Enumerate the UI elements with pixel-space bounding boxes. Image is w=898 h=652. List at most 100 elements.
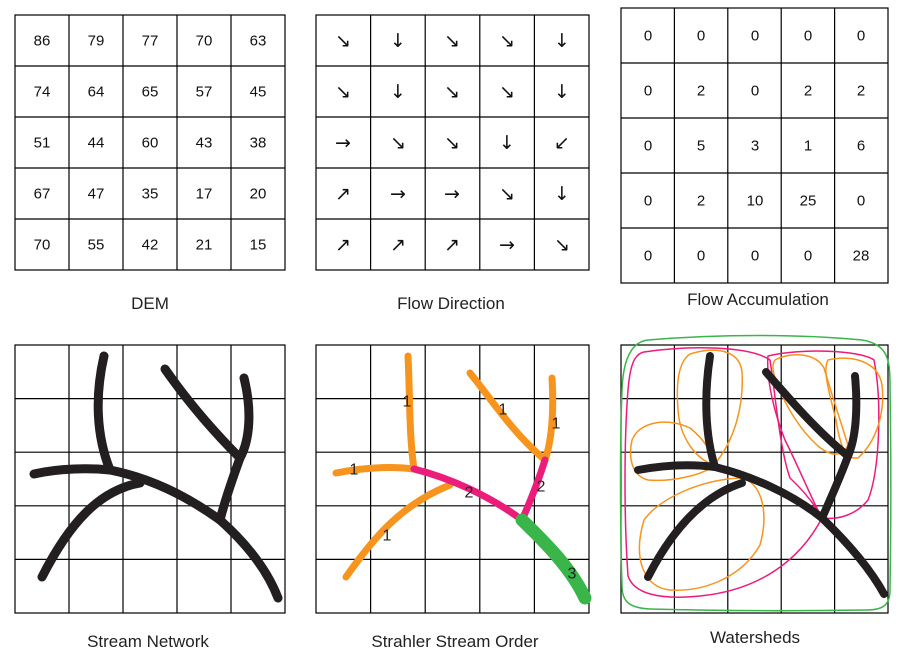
- accumulation-cell: 0: [751, 248, 759, 265]
- order-label: 1: [499, 402, 508, 419]
- order1-stream: [404, 352, 418, 473]
- stream-segment: [844, 372, 861, 460]
- stream-segment: [215, 515, 283, 603]
- stream-segment: [634, 461, 719, 474]
- flow-arrow-icon: →: [499, 234, 515, 256]
- flow-arrow-icon: ↓: [554, 81, 570, 103]
- stream-segment: [702, 352, 719, 471]
- accumulation-cell: 28: [853, 248, 870, 265]
- stream-segment: [711, 463, 826, 522]
- order-label: 1: [350, 462, 359, 479]
- flow-arrow-icon: ↘: [335, 81, 351, 103]
- dem-cell: 20: [250, 186, 267, 203]
- stream-segment: [160, 364, 245, 463]
- stream-lines: [29, 351, 283, 603]
- dem-cell: 47: [88, 186, 105, 203]
- stream-network-panel: Stream Network: [14, 344, 286, 651]
- stream-segment: [105, 465, 225, 525]
- strahler-order3-streams: [515, 513, 592, 605]
- accumulation-cell: 0: [644, 193, 652, 210]
- dem-cell: 86: [34, 33, 51, 50]
- order-label: 2: [465, 485, 474, 502]
- strahler-order-labels: 1 1 1 1 1 2 2 3: [350, 394, 577, 583]
- flow-direction-grid: [315, 14, 590, 271]
- flow-arrow-icon: ↘: [499, 30, 515, 52]
- flow-arrow-icon: ↘: [499, 183, 515, 205]
- strahler-order1-streams: [332, 352, 557, 581]
- accumulation-cell: 1: [804, 138, 812, 155]
- flow-arrow-icon: ↗: [444, 234, 460, 256]
- accumulation-cell: 2: [804, 83, 812, 100]
- watersheds-panel: Watersheds: [619, 334, 892, 647]
- flow-arrow-icon: ↘: [444, 81, 460, 103]
- stream-segment: [215, 453, 245, 525]
- flow-arrow-icon: ↗: [390, 234, 406, 256]
- order1-stream: [342, 481, 454, 581]
- dem-cell: 65: [142, 84, 159, 101]
- order-label: 2: [537, 479, 546, 496]
- watershed-boundaries: [619, 334, 892, 612]
- dem-cell: 67: [34, 186, 51, 203]
- strahler-caption: Strahler Stream Order: [371, 632, 539, 651]
- order-label: 1: [552, 416, 561, 433]
- order2-stream: [410, 465, 526, 524]
- dem-cell: 55: [88, 237, 105, 254]
- order1-stream: [332, 464, 418, 477]
- accumulation-cell: 0: [857, 193, 865, 210]
- accumulation-cell: 2: [697, 83, 705, 100]
- dem-caption: DEM: [131, 294, 169, 313]
- dem-cell: 17: [196, 186, 213, 203]
- accumulation-cell: 0: [697, 248, 705, 265]
- flow-accumulation-grid: [620, 7, 889, 284]
- dem-cell: 70: [34, 237, 51, 254]
- stream-segment: [93, 351, 115, 475]
- accumulation-cell: 0: [857, 28, 865, 45]
- flow-arrow-icon: ↓: [499, 132, 515, 154]
- stream-segment: [762, 368, 852, 460]
- flow-arrow-icon: ↓: [554, 30, 570, 52]
- dem-cell: 70: [196, 33, 213, 50]
- flow-direction-arrows: ↘ ↓ ↘ ↘ ↓ ↘ ↓ ↘ ↘ ↓ → ↘ ↘ ↓ ↙ ↗ → → ↘ ↓ …: [335, 30, 570, 256]
- accumulation-cell: 2: [857, 83, 865, 100]
- dem-cell: 60: [142, 135, 159, 152]
- flow-arrow-icon: →: [390, 183, 406, 205]
- strahler-panel: 1 1 1 1 1 2 2 3 Strahler Stream Order: [315, 344, 592, 651]
- dem-cell: 63: [250, 33, 267, 50]
- flow-accumulation-values: 0 0 0 0 0 0 2 0 2 2 0 5 3 1 6 0 2 10 25 …: [644, 28, 870, 265]
- stream-segment: [29, 464, 115, 479]
- flow-arrow-icon: ↗: [335, 183, 351, 205]
- flow-arrow-icon: ↘: [444, 30, 460, 52]
- dem-panel: 86 79 77 70 63 74 64 65 57 45 51 44 60 4…: [14, 14, 286, 313]
- flow-arrow-icon: ↘: [335, 30, 351, 52]
- dem-cell: 35: [142, 186, 159, 203]
- accumulation-cell: 0: [751, 28, 759, 45]
- dem-cell: 38: [250, 135, 267, 152]
- dem-cell: 74: [34, 84, 51, 101]
- dem-cell: 51: [34, 135, 51, 152]
- order-label: 3: [568, 566, 577, 583]
- order3-stream: [515, 513, 592, 605]
- accumulation-cell: 0: [644, 28, 652, 45]
- flow-arrow-icon: ↘: [499, 81, 515, 103]
- stream-network-caption: Stream Network: [87, 632, 209, 651]
- accumulation-cell: 0: [804, 28, 812, 45]
- flow-arrow-icon: ↓: [390, 81, 406, 103]
- dem-cell: 45: [250, 84, 267, 101]
- order-label: 1: [403, 394, 412, 411]
- flow-accumulation-panel: 0 0 0 0 0 0 2 0 2 2 0 5 3 1 6 0 2 10 25 …: [620, 7, 889, 309]
- watersheds-caption: Watersheds: [710, 628, 800, 647]
- stream-segment: [818, 452, 852, 522]
- stream-segment: [37, 478, 145, 582]
- accumulation-cell: 3: [751, 138, 759, 155]
- dem-cell: 64: [88, 84, 105, 101]
- flow-arrow-icon: ↗: [335, 234, 351, 256]
- dem-grid: [14, 14, 286, 271]
- flow-direction-panel: ↘ ↓ ↘ ↘ ↓ ↘ ↓ ↘ ↘ ↓ → ↘ ↘ ↓ ↙ ↗ → → ↘ ↓ …: [315, 14, 590, 313]
- flow-arrow-icon: ↓: [390, 30, 406, 52]
- flow-arrow-icon: ↘: [444, 132, 460, 154]
- flow-direction-caption: Flow Direction: [397, 294, 505, 313]
- stream-network-grid: [14, 344, 286, 614]
- flow-arrow-icon: ↘: [554, 234, 570, 256]
- flow-arrow-icon: ↙: [554, 132, 570, 154]
